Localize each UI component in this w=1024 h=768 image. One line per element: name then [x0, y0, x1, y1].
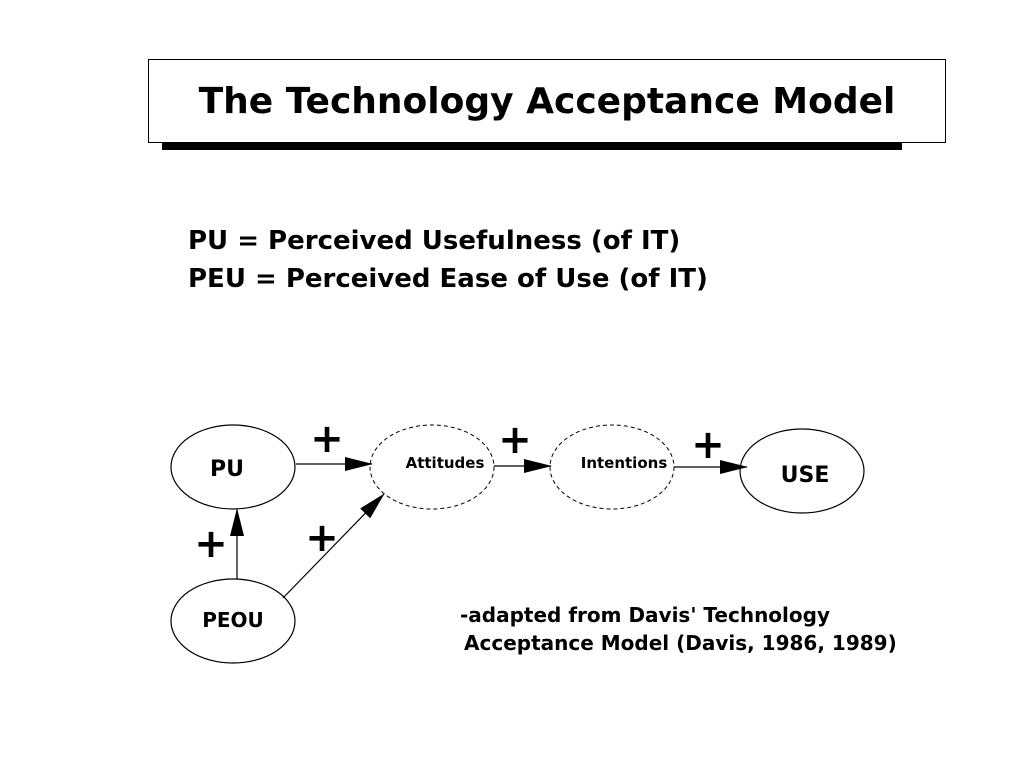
sign-intentions-to-use: +: [691, 422, 725, 468]
node-use-label: USE: [781, 463, 830, 488]
node-pu-label: PU: [210, 457, 244, 482]
page-title: The Technology Acceptance Model: [198, 80, 896, 122]
node-attitudes-label: Attitudes: [406, 454, 485, 472]
node-peou: [170, 578, 296, 664]
title-shadow: [162, 140, 902, 150]
definition-peu: PEU = Perceived Ease of Use (of IT): [188, 264, 708, 294]
sign-peou-to-pu: +: [194, 521, 228, 567]
title-box: The Technology Acceptance Model: [148, 59, 946, 143]
citation-line-1: -adapted from Davis' Technology: [460, 603, 830, 627]
citation-line-2: Acceptance Model (Davis, 1986, 1989): [464, 631, 897, 655]
sign-peou-to-attitudes: +: [305, 515, 339, 561]
arrow-peou-to-attitudes: [282, 493, 385, 599]
node-peou-label: PEOU: [202, 608, 264, 632]
node-intentions-label: Intentions: [581, 454, 668, 472]
sign-pu-to-attitudes: +: [310, 416, 344, 462]
definition-pu: PU = Perceived Usefulness (of IT): [188, 226, 681, 256]
sign-attitudes-to-intentions: +: [498, 417, 532, 463]
